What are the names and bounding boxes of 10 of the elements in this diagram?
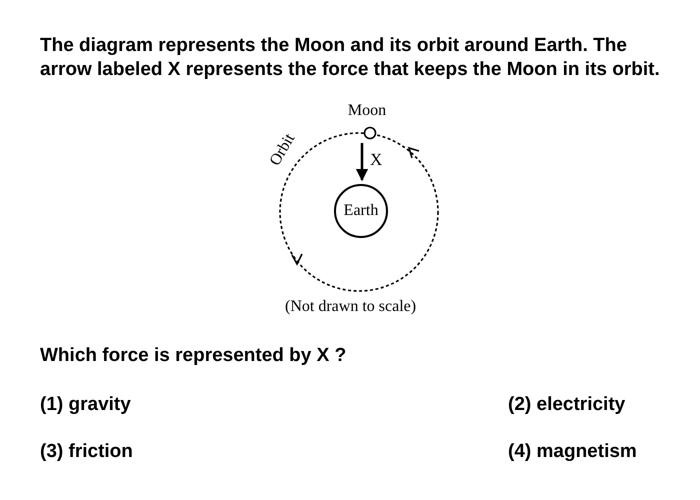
earth-circle: Earth bbox=[334, 184, 388, 238]
force-label: X bbox=[370, 150, 382, 170]
question-text: Which force is represented by X ? bbox=[40, 345, 346, 367]
answer-option: (2) electricity bbox=[508, 394, 626, 416]
answer-option: (4) magnetism bbox=[508, 441, 637, 463]
question-text: The diagram represents the Moon and its orbit around Earth. The arrow labeled X represents the force that keeps the Moon in its orbit. bbox=[40, 34, 660, 82]
moon-label: Moon bbox=[346, 102, 388, 120]
answer-option: (3) friction bbox=[40, 441, 133, 463]
scale-note: (Not drawn to scale) bbox=[285, 298, 416, 316]
answer-option: (1) gravity bbox=[40, 394, 131, 416]
